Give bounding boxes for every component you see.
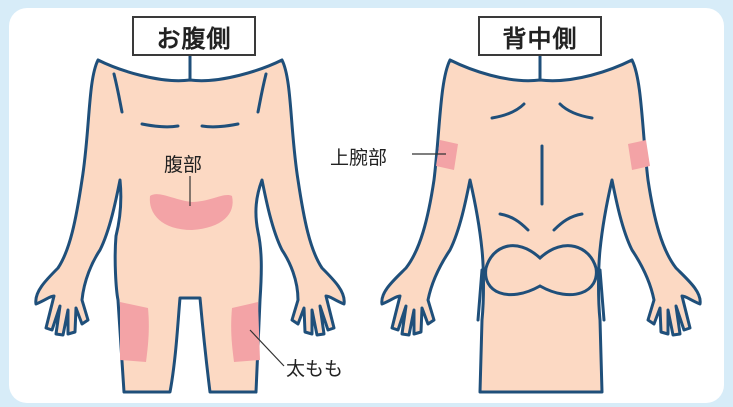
thigh-label: 太もも [286,354,343,381]
thigh-site-left [120,302,149,362]
thigh-site-right [231,302,260,362]
back-figure [382,46,700,392]
back-title: 背中側 [478,16,602,56]
abdomen-label: 腹部 [164,150,202,177]
front-title: お腹側 [132,16,256,56]
upper-arm-label: 上腕部 [330,143,387,170]
